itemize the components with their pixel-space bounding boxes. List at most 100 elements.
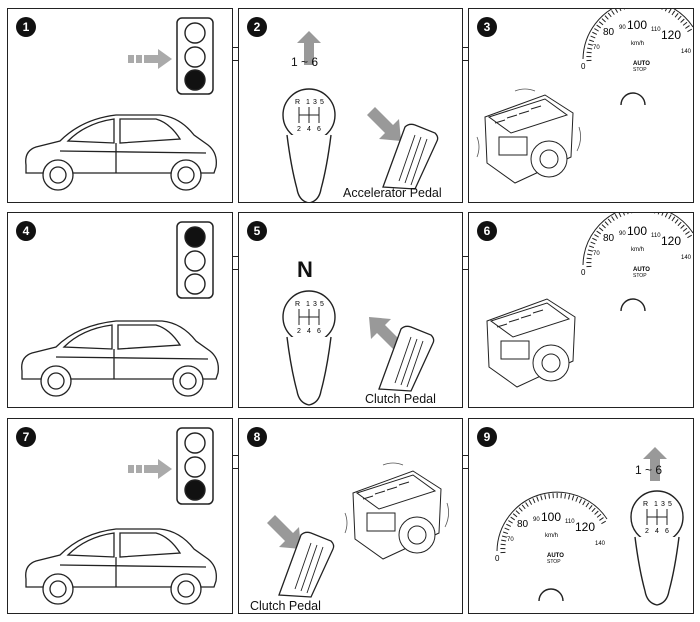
- step-number: 4: [16, 221, 36, 241]
- svg-text:90: 90: [533, 517, 540, 523]
- svg-text:6: 6: [317, 126, 321, 133]
- arrow-right-icon: [128, 49, 172, 69]
- svg-text:4: 4: [307, 328, 311, 335]
- svg-text:90: 90: [619, 231, 626, 237]
- arrow-right-icon: [128, 459, 172, 479]
- svg-text:0: 0: [581, 62, 586, 71]
- svg-text:AUTO: AUTO: [633, 267, 650, 273]
- svg-text:4: 4: [655, 528, 659, 535]
- step-panel-3: 3 0 70 80 90 100 110 120 140 km/h AUTO S…: [468, 8, 694, 203]
- svg-text:km/h: km/h: [545, 533, 558, 539]
- pedal-label: Accelerator Pedal: [343, 186, 442, 200]
- svg-text:140: 140: [681, 255, 692, 261]
- svg-text:2: 2: [297, 126, 301, 133]
- car-icon: [25, 114, 217, 191]
- neutral-gear-label: N: [297, 257, 313, 282]
- step-panel-7: 7: [7, 418, 233, 614]
- svg-text:120: 120: [575, 520, 595, 534]
- svg-text:110: 110: [565, 519, 575, 525]
- engine-icon: [344, 462, 449, 560]
- step-panel-8: 8 Clutch Pedal: [238, 418, 463, 614]
- svg-text:70: 70: [593, 45, 600, 51]
- speedometer-icon: 0 70 80 90 100 110 120 140 km/h AUTO STO…: [581, 9, 693, 106]
- svg-text:6: 6: [317, 328, 321, 335]
- step-panel-6: 6 0 70 80 90 100 110 120 140 km/h AUTO S…: [468, 212, 694, 408]
- svg-text:R: R: [643, 501, 648, 508]
- arrow-up-icon: [297, 31, 321, 65]
- engine-icon: [486, 298, 576, 388]
- step-number: 7: [16, 427, 36, 447]
- step-number: 9: [477, 427, 497, 447]
- step-number: 2: [247, 17, 267, 37]
- svg-text:70: 70: [593, 251, 600, 257]
- pedal-icon: [278, 531, 335, 598]
- step-number: 3: [477, 17, 497, 37]
- car-icon: [25, 528, 217, 605]
- speedometer-icon: 0 70 80 90 100 110 120 140 km/h AUTO STO…: [495, 491, 608, 602]
- svg-text:km/h: km/h: [631, 41, 644, 47]
- pedal-icon: [382, 123, 439, 190]
- svg-text:STOP: STOP: [633, 67, 647, 73]
- svg-text:6: 6: [665, 528, 669, 535]
- step-number: 6: [477, 221, 497, 241]
- svg-text:3: 3: [661, 501, 665, 508]
- svg-text:0: 0: [495, 554, 500, 563]
- gear-shifter-icon: R 1 3 5 2 4 6: [282, 290, 336, 406]
- svg-text:100: 100: [541, 510, 561, 524]
- engine-icon: [476, 88, 581, 184]
- svg-text:110: 110: [651, 233, 661, 239]
- svg-text:120: 120: [661, 234, 681, 248]
- svg-text:3: 3: [313, 99, 317, 106]
- pedal-label: Clutch Pedal: [365, 392, 436, 406]
- svg-text:4: 4: [307, 126, 311, 133]
- svg-text:AUTO: AUTO: [547, 553, 564, 559]
- gear-shifter-icon: R 1 3 5 2 4 6: [282, 88, 336, 202]
- svg-text:1: 1: [654, 501, 658, 508]
- svg-text:km/h: km/h: [631, 247, 644, 253]
- shift-r: R: [295, 99, 300, 106]
- svg-text:3: 3: [313, 301, 317, 308]
- svg-text:5: 5: [320, 99, 324, 106]
- svg-text:100: 100: [627, 224, 647, 238]
- svg-text:80: 80: [517, 519, 529, 530]
- svg-text:2: 2: [297, 328, 301, 335]
- svg-text:80: 80: [603, 233, 615, 244]
- step-number: 1: [16, 17, 36, 37]
- pedal-icon: [378, 325, 435, 392]
- car-icon: [21, 320, 219, 397]
- traffic-light-icon: [176, 17, 214, 95]
- step-panel-2: 2 1 ~ 6 R 1 3 5 2 4 6 Accelerator Pedal: [238, 8, 463, 203]
- svg-text:110: 110: [651, 27, 661, 33]
- svg-text:80: 80: [603, 27, 615, 38]
- step-number: 5: [247, 221, 267, 241]
- step-number: 8: [247, 427, 267, 447]
- pedal-label: Clutch Pedal: [250, 599, 321, 613]
- svg-text:5: 5: [320, 301, 324, 308]
- svg-text:2: 2: [645, 528, 649, 535]
- step-panel-4: 4: [7, 212, 233, 408]
- traffic-light-icon: [176, 427, 214, 505]
- step-panel-1: 1: [7, 8, 233, 203]
- svg-text:STOP: STOP: [547, 559, 561, 565]
- svg-text:140: 140: [595, 541, 606, 547]
- speedometer-icon: 0 70 80 90 100 110 120 140 km/h AUTO STO…: [581, 213, 693, 312]
- svg-text:140: 140: [681, 49, 692, 55]
- svg-text:R: R: [295, 301, 300, 308]
- svg-text:100: 100: [627, 18, 647, 32]
- svg-text:70: 70: [507, 537, 514, 543]
- svg-text:120: 120: [661, 28, 681, 42]
- step-panel-9: 9 0 70 80 90 100 110 120 140 km/h AUTO S…: [468, 418, 694, 614]
- gear-range-label: 1 ~ 6: [291, 55, 319, 69]
- svg-text:5: 5: [668, 501, 672, 508]
- gear-shifter-icon: R 1 3 5 2 4 6: [630, 490, 684, 606]
- arrow-up-icon: [643, 447, 667, 481]
- gear-range-label: 1 ~ 6: [635, 463, 663, 477]
- svg-text:1: 1: [306, 301, 310, 308]
- arrow-diagonal-icon: [367, 107, 401, 141]
- arrow-diagonal-icon: [267, 515, 301, 549]
- svg-text:AUTO: AUTO: [633, 61, 650, 67]
- arrow-diagonal-up-icon: [369, 317, 403, 351]
- svg-text:1: 1: [306, 99, 310, 106]
- svg-text:STOP: STOP: [633, 273, 647, 279]
- traffic-light-icon: [176, 221, 214, 299]
